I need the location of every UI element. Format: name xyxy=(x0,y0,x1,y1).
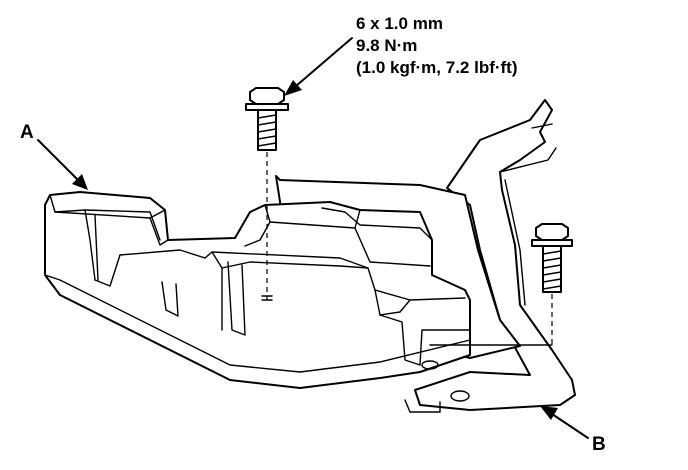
spec-torque-nm: 9.8 N·m xyxy=(356,36,417,55)
label-b-arrow xyxy=(540,406,589,439)
spec-torque-alt: (1.0 kgf·m, 7.2 lbf·ft) xyxy=(356,58,518,77)
lower-bolt xyxy=(429,223,573,346)
label-b: B xyxy=(592,434,606,455)
label-a-arrow xyxy=(37,139,88,190)
cover-a xyxy=(44,191,471,389)
label-a: A xyxy=(20,122,34,143)
upper-bolt xyxy=(245,87,289,300)
spec-size: 6 x 1.0 mm xyxy=(356,14,443,33)
spec-leader-arrow xyxy=(284,37,353,96)
bracket-bolt-hole xyxy=(450,390,470,402)
bracket-b xyxy=(404,99,576,413)
cover-mount-hole xyxy=(421,360,439,370)
